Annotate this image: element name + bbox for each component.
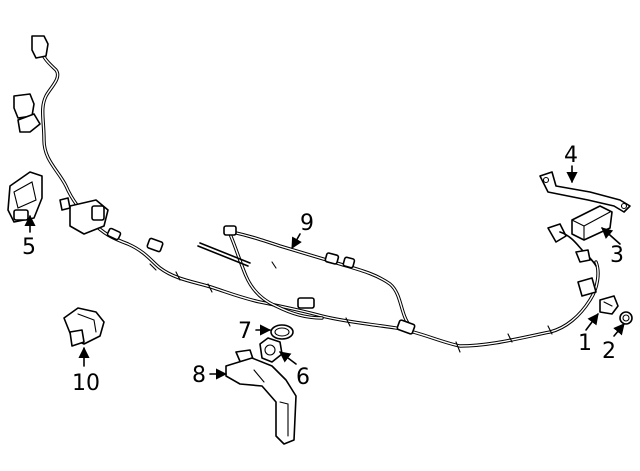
leader-9 [291, 233, 302, 249]
part-7-o-ring [270, 324, 294, 340]
callout-10: 10 [72, 371, 100, 396]
harness-connectors-left [13, 35, 109, 235]
part-3-module [571, 205, 613, 241]
part-2-grommet [619, 311, 633, 325]
part-10-sensor [63, 307, 105, 347]
leader-2 [613, 323, 625, 337]
part-1-bracket [599, 295, 619, 315]
leader-3 [601, 227, 621, 245]
upper-harness-branch [197, 225, 416, 335]
callout-8: 8 [192, 363, 206, 388]
callout-9: 9 [300, 211, 314, 236]
leader-1 [585, 313, 599, 331]
part-5-bracket [7, 171, 43, 223]
leader-6 [279, 351, 297, 365]
callout-labels: 1 2 3 4 5 6 7 8 9 10 [22, 143, 624, 396]
part-4-bracket [539, 171, 631, 213]
callout-2: 2 [602, 339, 616, 364]
callout-4: 4 [564, 143, 578, 168]
callout-5: 5 [22, 235, 36, 260]
callout-1: 1 [578, 331, 592, 356]
part-6-sensor [259, 337, 283, 363]
harness-clips [106, 227, 553, 353]
leader-lines [24, 165, 625, 380]
main-harness [38, 46, 600, 348]
callout-7: 7 [238, 319, 252, 344]
harness-connectors-right [547, 223, 597, 297]
part-8-bracket [225, 349, 297, 445]
callout-6: 6 [296, 365, 310, 390]
callout-3: 3 [610, 243, 624, 268]
